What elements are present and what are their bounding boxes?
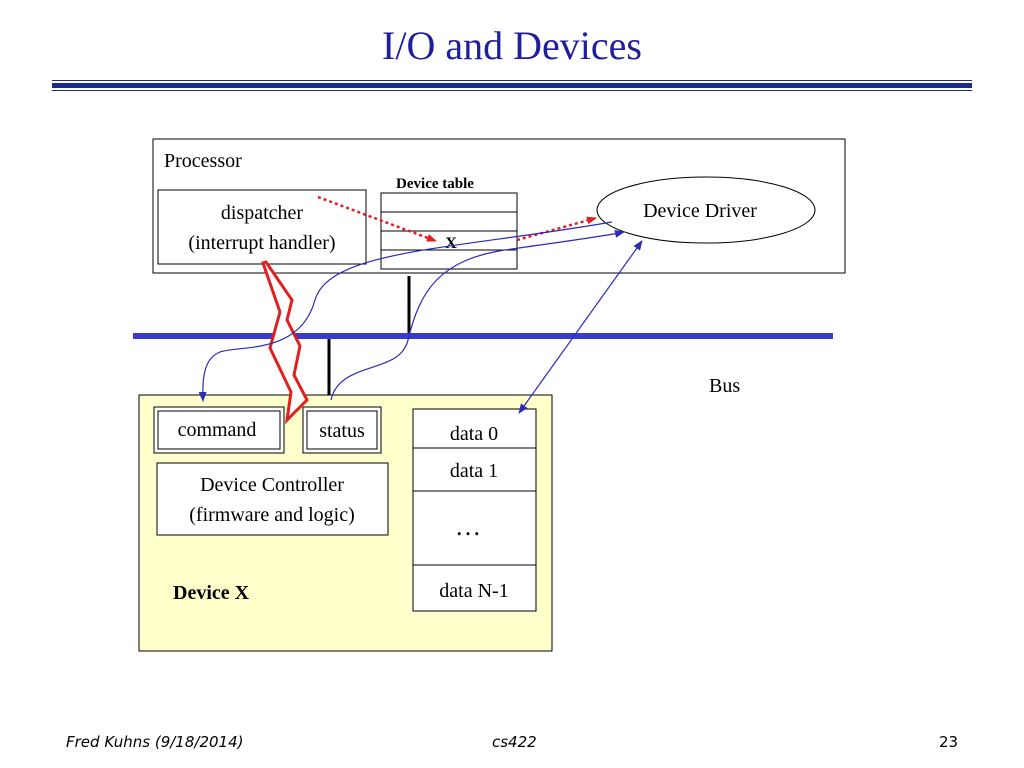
title-rule-top xyxy=(52,80,972,81)
table-to-driver-arrow xyxy=(516,216,597,242)
page-number: 23 xyxy=(939,733,959,751)
bus-label: Bus xyxy=(709,375,740,397)
footer-author: Fred Kuhns (9/18/2014) xyxy=(66,733,244,751)
data-register-0: data 0 xyxy=(450,423,498,445)
data-register-ellipsis: … xyxy=(455,512,481,541)
device-table-label: Device table xyxy=(396,176,474,192)
device-x-label: Device X xyxy=(173,582,250,604)
footer-course: cs422 xyxy=(492,733,537,751)
dispatch-to-table-arrow xyxy=(317,195,437,243)
data-register-n-1: data N-1 xyxy=(439,580,508,602)
command-label: command xyxy=(178,419,257,441)
driver-to-command-arrow xyxy=(198,221,613,402)
device-controller-sublabel: (firmware and logic) xyxy=(189,504,354,526)
device-driver-label: Device Driver xyxy=(643,200,757,222)
data-register-1: data 1 xyxy=(450,460,498,482)
device-controller-box xyxy=(156,462,389,536)
title-rule xyxy=(52,83,972,88)
title-rule-bottom xyxy=(52,90,972,91)
processor-label: Processor xyxy=(164,150,242,172)
command-register xyxy=(157,410,281,450)
status-register xyxy=(306,410,378,450)
dispatcher-sublabel: (interrupt handler) xyxy=(188,232,335,254)
interrupt-signal xyxy=(261,260,309,425)
dispatcher-label: dispatcher xyxy=(221,202,304,224)
status-label: status xyxy=(319,420,365,442)
data-registers-box xyxy=(412,408,537,612)
driver-data-transfer-arrow xyxy=(518,240,643,414)
device-table-entry: X xyxy=(445,235,457,252)
device-controller-label: Device Controller xyxy=(200,474,344,496)
slide-title: I/O and Devices xyxy=(382,23,642,68)
device-driver-ellipse xyxy=(596,176,816,244)
